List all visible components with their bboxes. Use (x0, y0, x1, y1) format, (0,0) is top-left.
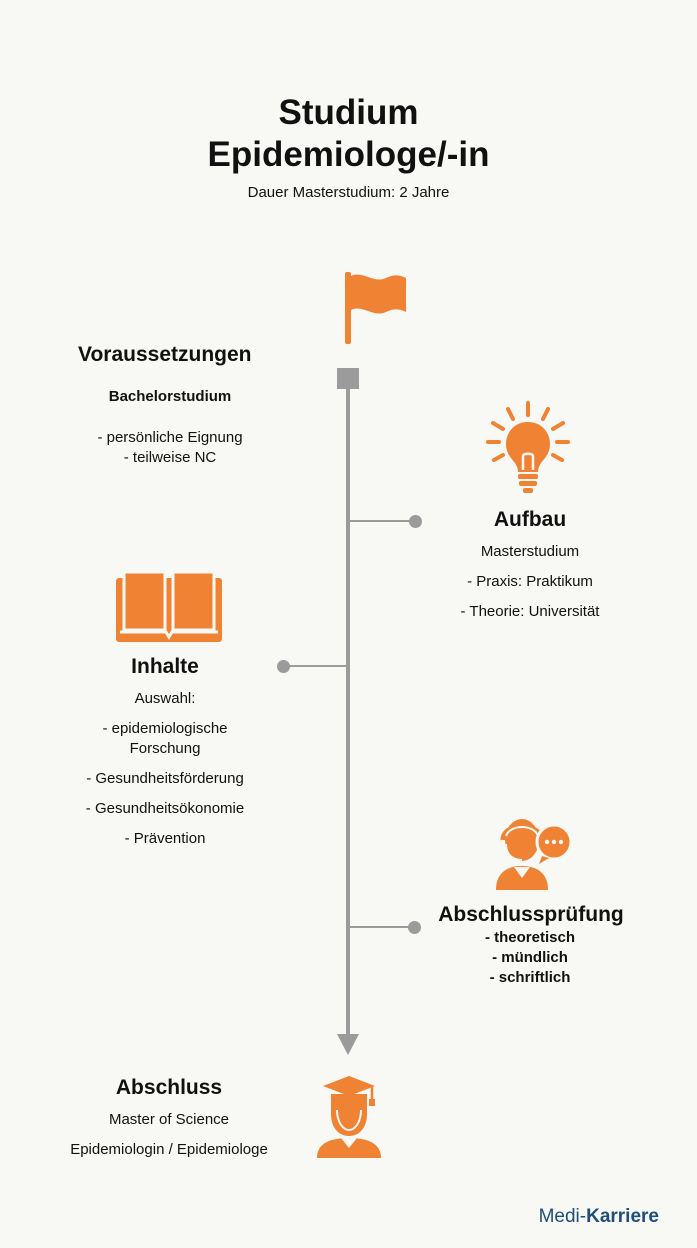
voraussetzungen-list: - persönliche Eignung - teilweise NC (60, 428, 280, 468)
abschluss-line1: Master of Science (108, 1111, 230, 1128)
voraussetzungen-item: - teilweise NC (123, 449, 217, 466)
connector-abschlusspruefung (348, 926, 414, 928)
inhalte-item: - Prävention (124, 830, 206, 847)
timeline-arrow-head (337, 1034, 359, 1056)
lightbulb-icon (484, 400, 572, 496)
abschlusspruefung-title: Abschlussprüfung (438, 903, 624, 926)
connector-inhalte (286, 665, 348, 667)
connector-dot-aufbau (409, 515, 422, 528)
aufbau-title: Aufbau (493, 508, 567, 531)
connector-aufbau (348, 520, 414, 522)
inhalte-item: - epidemiologische Forschung (102, 720, 228, 757)
voraussetzungen-main: Bachelorstudium (108, 388, 232, 405)
inhalte-item: - Gesundheitsförderung (86, 770, 244, 787)
flag-icon (340, 272, 410, 346)
graduate-icon (315, 1074, 383, 1160)
aufbau-item: - Praxis: Praktikum (467, 573, 593, 590)
inhalte-main: Auswahl: (134, 690, 196, 707)
connector-dot-abschlusspruefung (408, 921, 421, 934)
voraussetzungen-title: Voraussetzungen (78, 343, 252, 366)
page-title: Studium Epidemiologe/-in (0, 92, 697, 176)
inhalte-item: - Gesundheitsökonomie (85, 800, 245, 817)
abschlusspruefung-item: - mündlich (492, 949, 568, 966)
abschlusspruefung-item: - schriftlich (489, 969, 571, 986)
abschluss-line2: Epidemiologin / Epidemiologe (70, 1141, 268, 1158)
voraussetzungen-item: - persönliche Eignung (97, 429, 243, 446)
brand-part2: Karriere (586, 1206, 659, 1227)
abschlusspruefung-item: - theoretisch (484, 929, 575, 946)
aufbau-item: - Theorie: Universität (460, 603, 600, 620)
timeline-line (346, 388, 350, 1038)
title-line-2: Epidemiologe/-in (207, 135, 490, 174)
brand-part1: Medi- (538, 1206, 587, 1227)
connector-dot-inhalte (277, 660, 290, 673)
brand-logo: Medi-Karriere (539, 1206, 659, 1228)
support-agent-icon (492, 810, 574, 892)
timeline-start-square (337, 368, 359, 389)
aufbau-main: Masterstudium (480, 543, 580, 560)
subtitle: Dauer Masterstudium: 2 Jahre (247, 184, 450, 201)
book-icon (116, 568, 222, 642)
abschluss-title: Abschluss (115, 1076, 223, 1099)
title-line-1: Studium (278, 93, 419, 132)
inhalte-title: Inhalte (131, 655, 199, 678)
